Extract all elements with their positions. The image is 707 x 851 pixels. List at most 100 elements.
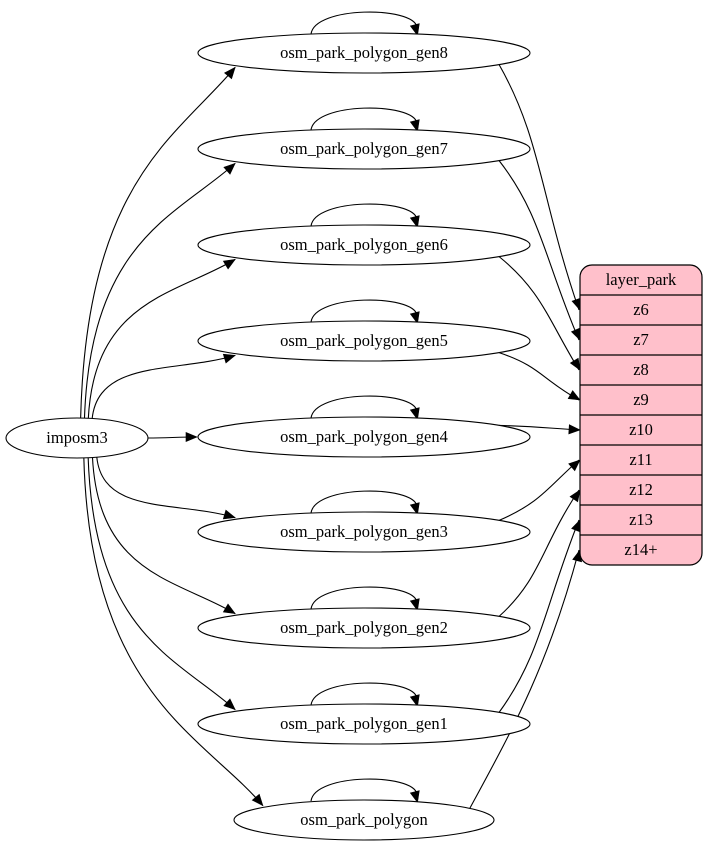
edge-arrow-imposm3-base bbox=[251, 793, 264, 807]
node-gen4[interactable]: osm_park_polygon_gen4 bbox=[197, 416, 531, 458]
node-imposm3[interactable]: imposm3 bbox=[5, 417, 149, 459]
edge-arrow-gen2-z12 bbox=[569, 489, 581, 503]
self-loop-path-gen5 bbox=[310, 299, 418, 323]
node-base[interactable]: osm_park_polygon bbox=[233, 799, 495, 841]
edge-path-base-z14+ bbox=[469, 549, 580, 809]
edge-path-gen8-z6 bbox=[498, 64, 580, 311]
self-loop-gen4 bbox=[310, 395, 420, 421]
edge-arrow-gen1-z13 bbox=[571, 519, 581, 533]
edge-imposm3-to-gen2 bbox=[91, 456, 236, 615]
self-loop-path-gen1 bbox=[310, 682, 418, 706]
layer-park-row-z10[interactable]: z10 bbox=[629, 420, 653, 439]
layer-park-row-z14+[interactable]: z14+ bbox=[624, 540, 657, 559]
edge-arrow-gen5-z9 bbox=[567, 390, 581, 401]
self-loop-gen7 bbox=[310, 107, 420, 133]
node-ellipse-gen6[interactable] bbox=[197, 224, 531, 266]
node-label-gen6: osm_park_polygon_gen6 bbox=[280, 235, 448, 254]
node-ellipse-gen7[interactable] bbox=[197, 128, 531, 170]
edge-path-imposm3-gen5 bbox=[91, 354, 236, 420]
layer-park-row-z12[interactable]: z12 bbox=[629, 480, 653, 499]
self-loop-arrow-gen1 bbox=[409, 694, 420, 708]
layer-park-row-z6[interactable]: z6 bbox=[633, 300, 649, 319]
edge-base-to-z14+ bbox=[469, 549, 582, 809]
self-loop-path-base bbox=[310, 778, 418, 802]
self-loop-gen6 bbox=[310, 203, 420, 229]
layer-park-outline[interactable] bbox=[579, 264, 703, 566]
node-ellipse-gen8[interactable] bbox=[197, 32, 531, 74]
layer-park-row-z7[interactable]: z7 bbox=[633, 330, 649, 349]
edge-arrow-imposm3-gen5 bbox=[222, 353, 236, 364]
edge-imposm3-to-gen4 bbox=[147, 431, 198, 443]
self-loop-path-gen4 bbox=[310, 395, 418, 419]
edge-path-gen2-z12 bbox=[498, 489, 580, 617]
self-loop-arrow-gen6 bbox=[409, 215, 420, 229]
edge-arrow-gen3-z11 bbox=[568, 459, 581, 472]
node-ellipse-gen3[interactable] bbox=[197, 511, 531, 553]
node-label-base: osm_park_polygon bbox=[300, 810, 427, 829]
edge-gen4-to-z10 bbox=[499, 424, 581, 435]
node-gen2[interactable]: osm_park_polygon_gen2 bbox=[197, 607, 531, 649]
edge-arrow-gen4-z10 bbox=[568, 424, 581, 435]
self-loop-arrow-base bbox=[409, 790, 420, 804]
self-loop-gen8 bbox=[310, 11, 420, 37]
layer-park-record: layer_park z6 z7 z8 z9 z10 z11 z12 z13 z14+ bbox=[579, 264, 703, 566]
edge-gen8-to-z6 bbox=[498, 64, 582, 311]
edge-arrow-gen7-z7 bbox=[570, 327, 581, 341]
layer-park-title[interactable]: layer_park bbox=[606, 270, 677, 289]
node-ellipse-gen1[interactable] bbox=[197, 703, 531, 745]
node-gen6[interactable]: osm_park_polygon_gen6 bbox=[197, 224, 531, 266]
self-loop-arrow-gen2 bbox=[409, 598, 420, 612]
self-loop-gen2 bbox=[310, 586, 420, 612]
layer-park-row-z11[interactable]: z11 bbox=[629, 450, 652, 469]
self-loop-path-gen7 bbox=[310, 107, 418, 131]
edge-path-gen5-z9 bbox=[498, 352, 580, 401]
edge-arrow-gen6-z8 bbox=[569, 357, 581, 371]
node-gen1[interactable]: osm_park_polygon_gen1 bbox=[197, 703, 531, 745]
edge-gen6-to-z8 bbox=[498, 256, 581, 371]
self-loop-base bbox=[310, 778, 420, 804]
self-loop-path-gen2 bbox=[310, 586, 418, 610]
edge-path-gen6-z8 bbox=[498, 256, 580, 371]
layer-park-row-z9[interactable]: z9 bbox=[633, 390, 649, 409]
node-ellipse-base[interactable] bbox=[233, 799, 495, 841]
self-loop-gen1 bbox=[310, 682, 420, 708]
node-ellipse-gen4[interactable] bbox=[197, 416, 531, 458]
node-ellipse-gen5[interactable] bbox=[197, 320, 531, 362]
edge-arrow-imposm3-gen6 bbox=[222, 259, 236, 270]
edge-arrow-imposm3-gen7 bbox=[223, 162, 236, 175]
self-loop-path-gen6 bbox=[310, 203, 418, 227]
edge-path-imposm3-gen2 bbox=[91, 456, 236, 615]
edge-gen3-to-z11 bbox=[498, 459, 581, 521]
self-loop-arrow-gen3 bbox=[409, 502, 420, 516]
node-label-gen3: osm_park_polygon_gen3 bbox=[280, 522, 448, 541]
node-gen5[interactable]: osm_park_polygon_gen5 bbox=[197, 320, 531, 362]
edge-imposm3-to-gen3 bbox=[96, 456, 236, 520]
edge-imposm3-to-base bbox=[83, 456, 264, 807]
layer-park-row-z13[interactable]: z13 bbox=[629, 510, 653, 529]
self-loop-edges bbox=[310, 11, 420, 804]
layer-park-row-z8[interactable]: z8 bbox=[633, 360, 649, 379]
edge-path-imposm3-gen7 bbox=[83, 162, 236, 420]
edges-tables-to-layer-park bbox=[469, 64, 582, 809]
node-label-gen4: osm_park_polygon_gen4 bbox=[280, 427, 448, 446]
node-gen7[interactable]: osm_park_polygon_gen7 bbox=[197, 128, 531, 170]
node-gen3[interactable]: osm_park_polygon_gen3 bbox=[197, 511, 531, 553]
node-gen8[interactable]: osm_park_polygon_gen8 bbox=[197, 32, 531, 74]
edge-imposm3-to-gen6 bbox=[87, 258, 236, 420]
edge-imposm3-to-gen7 bbox=[83, 162, 236, 420]
edge-gen5-to-z9 bbox=[498, 352, 581, 401]
node-label-gen8: osm_park_polygon_gen8 bbox=[280, 43, 448, 62]
edge-arrow-imposm3-gen1 bbox=[223, 698, 236, 711]
node-ellipse-imposm3[interactable] bbox=[5, 417, 149, 459]
self-loop-arrow-gen7 bbox=[409, 119, 420, 133]
edge-path-gen7-z7 bbox=[498, 160, 580, 341]
self-loop-gen3 bbox=[310, 490, 420, 516]
node-ellipse-gen2[interactable] bbox=[197, 607, 531, 649]
self-loop-arrow-gen4 bbox=[409, 407, 420, 421]
self-loop-arrow-gen8 bbox=[409, 23, 420, 37]
edge-path-imposm3-gen3 bbox=[96, 456, 236, 519]
edge-path-gen3-z11 bbox=[498, 459, 580, 521]
edge-imposm3-to-gen1 bbox=[87, 456, 236, 711]
